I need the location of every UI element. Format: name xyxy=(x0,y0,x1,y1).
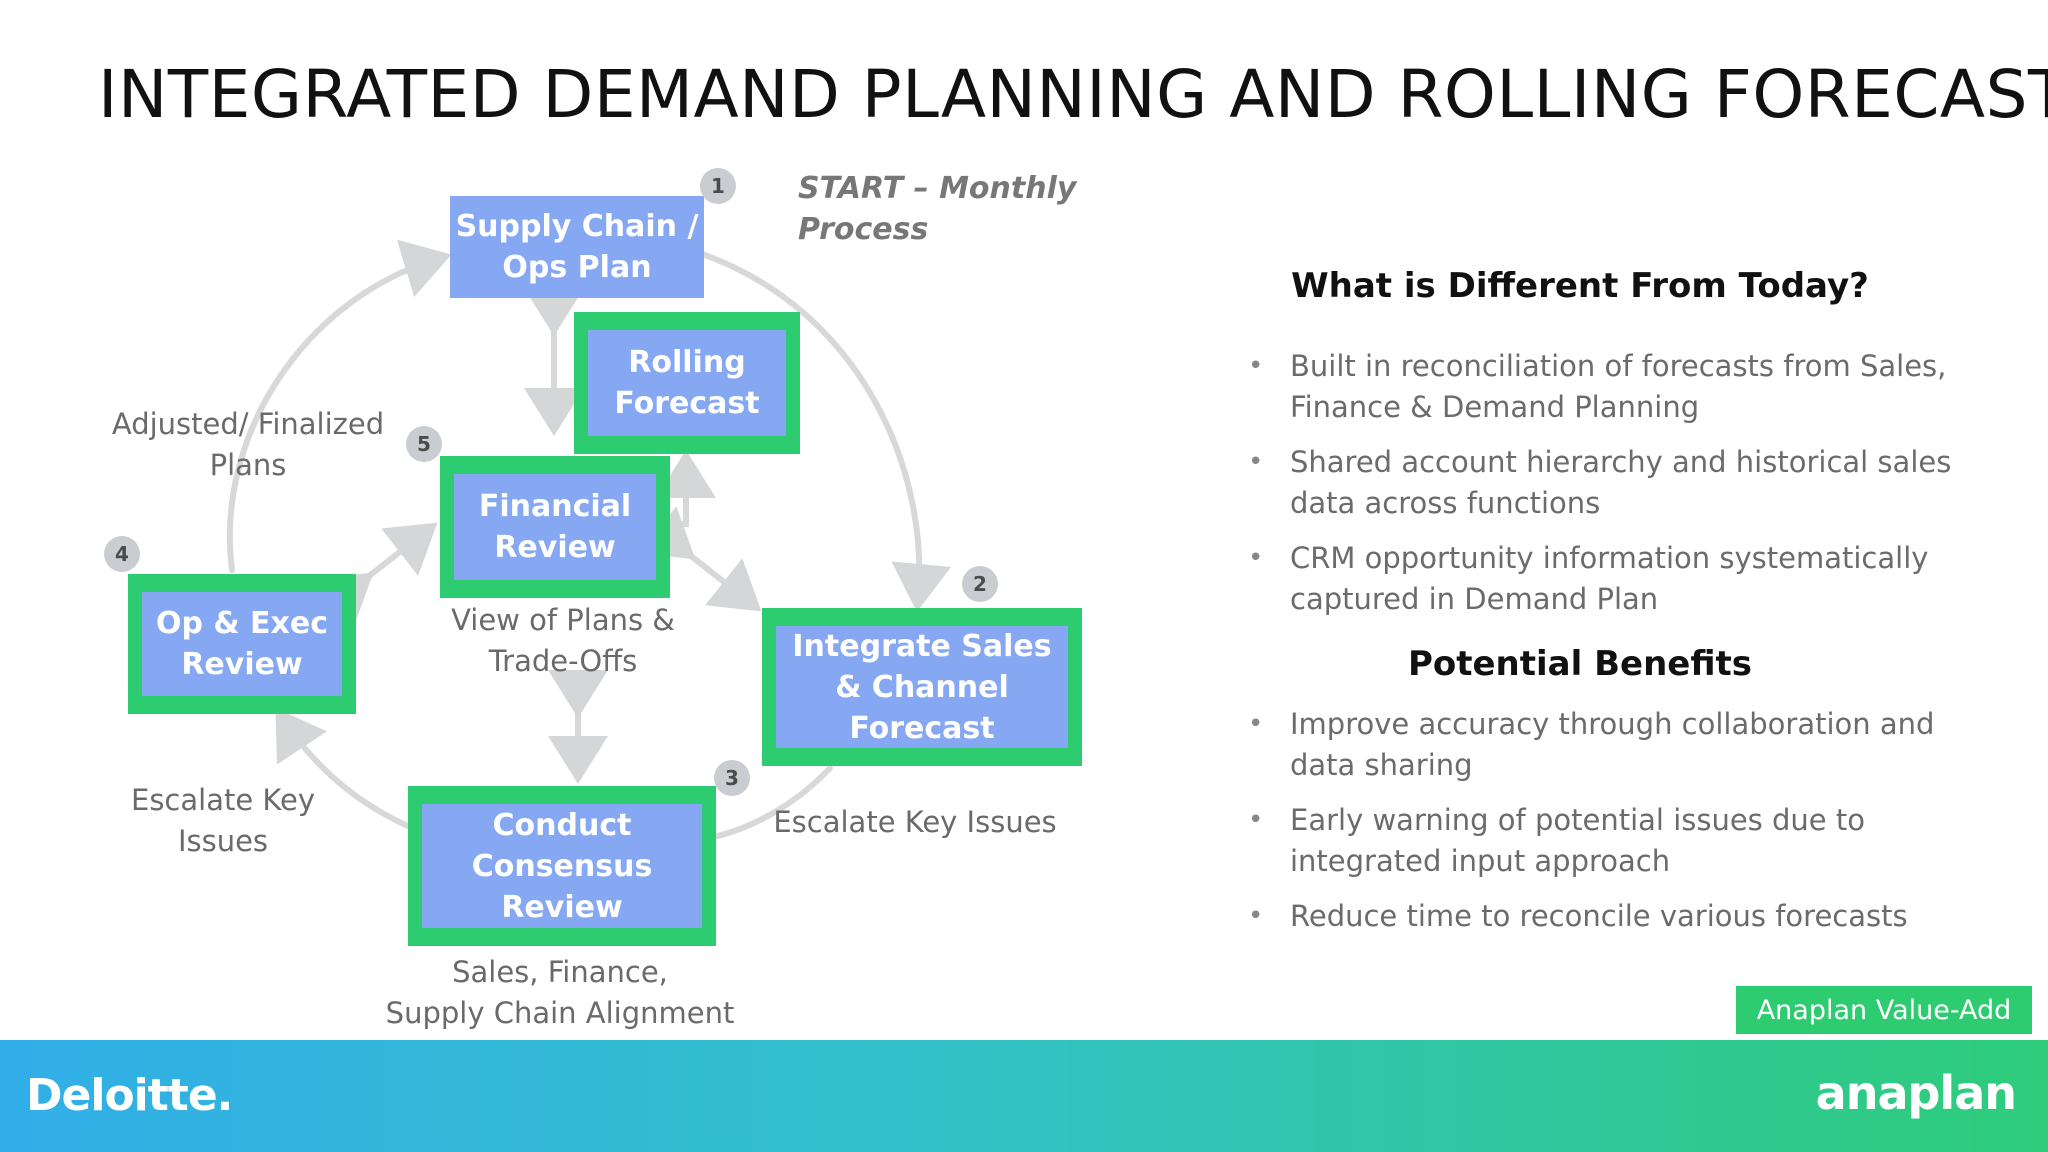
arrow-3-to-4 xyxy=(275,708,411,829)
step-integrate-sales-label: Integrate Sales & Channel Forecast xyxy=(776,626,1068,748)
arrow-1-to-2 xyxy=(699,251,952,612)
step-financial-review: Financial Review xyxy=(440,456,670,598)
list-item: • Shared account hierarchy and historica… xyxy=(1248,442,1968,524)
arrow-financial-rolling xyxy=(656,450,716,527)
bullet-dot: • xyxy=(1248,805,1264,835)
arrow-4-to-1 xyxy=(226,239,452,573)
label-view-of-plans: View of Plans & Trade-Offs xyxy=(451,603,675,678)
bullet-dot: • xyxy=(1248,351,1264,381)
step-consensus-review: Conduct Consensus Review xyxy=(408,786,716,946)
differences-list: • Built in reconciliation of forecasts f… xyxy=(1248,346,1968,634)
step-badge-5: 5 xyxy=(406,426,442,462)
start-label: START – Monthly Process xyxy=(798,171,1077,247)
list-item: • Early warning of potential issues due … xyxy=(1248,800,1968,882)
value-add-badge: Anaplan Value-Add xyxy=(1736,986,2032,1034)
list-item: • CRM opportunity information systematic… xyxy=(1248,538,1968,620)
list-item-text: Shared account hierarchy and historical … xyxy=(1290,445,1952,520)
step-badge-2: 2 xyxy=(962,566,998,602)
step-rolling-forecast-label: Rolling Forecast xyxy=(588,330,786,436)
list-item-text: Reduce time to reconcile various forecas… xyxy=(1290,899,1908,933)
list-item-text: Early warning of potential issues due to… xyxy=(1290,803,1865,878)
bullet-dot: • xyxy=(1248,543,1264,573)
anaplan-logo: anaplan xyxy=(1815,1066,2017,1120)
arrow-op-financial xyxy=(317,522,438,626)
benefits-heading: Potential Benefits xyxy=(1407,644,1753,684)
label-adjusted-plans: Adjusted/ Finalized Plans xyxy=(111,407,385,482)
bullet-dot: • xyxy=(1248,447,1264,477)
step-integrate-sales: Integrate Sales & Channel Forecast xyxy=(762,608,1082,766)
step-op-exec-review-label: Op & Exec Review xyxy=(142,592,342,696)
step-supply-chain: Supply Chain / Ops Plan xyxy=(450,196,704,298)
step-badge-3: 3 xyxy=(714,760,750,796)
benefits-list: • Improve accuracy through collaboration… xyxy=(1248,704,1968,951)
list-item: • Reduce time to reconcile various forec… xyxy=(1248,896,1968,937)
list-item-text: Built in reconciliation of forecasts fro… xyxy=(1290,349,1947,424)
step-consensus-review-label: Conduct Consensus Review xyxy=(422,804,702,928)
step-supply-chain-label: Supply Chain / Ops Plan xyxy=(455,209,699,285)
label-escalate-left: Escalate Key Issues xyxy=(131,783,315,858)
bullet-dot: • xyxy=(1248,901,1264,931)
label-alignment: Sales, Finance, Supply Chain Alignment xyxy=(385,955,735,1030)
list-item: • Improve accuracy through collaboration… xyxy=(1248,704,1968,786)
list-item-text: Improve accuracy through collaboration a… xyxy=(1290,707,1935,782)
slide-title: INTEGRATED DEMAND PLANNING AND ROLLING F… xyxy=(98,56,2048,133)
arrow-2-to-3 xyxy=(715,765,833,839)
step-badge-1: 1 xyxy=(700,168,736,204)
step-rolling-forecast: Rolling Forecast xyxy=(574,312,800,454)
footer-bar xyxy=(0,1040,2048,1152)
step-financial-review-label: Financial Review xyxy=(454,474,656,580)
step-op-exec-review: Op & Exec Review xyxy=(128,574,356,714)
arrow-financial-integrate xyxy=(639,506,762,612)
step-badge-4: 4 xyxy=(104,536,140,572)
label-escalate-right: Escalate Key Issues xyxy=(773,805,1057,839)
deloitte-logo: Deloitte. xyxy=(26,1070,233,1121)
list-item: • Built in reconciliation of forecasts f… xyxy=(1248,346,1968,428)
differences-heading: What is Different From Today? xyxy=(1291,266,1869,306)
bullet-dot: • xyxy=(1248,709,1264,739)
list-item-text: CRM opportunity information systematical… xyxy=(1290,541,1929,616)
